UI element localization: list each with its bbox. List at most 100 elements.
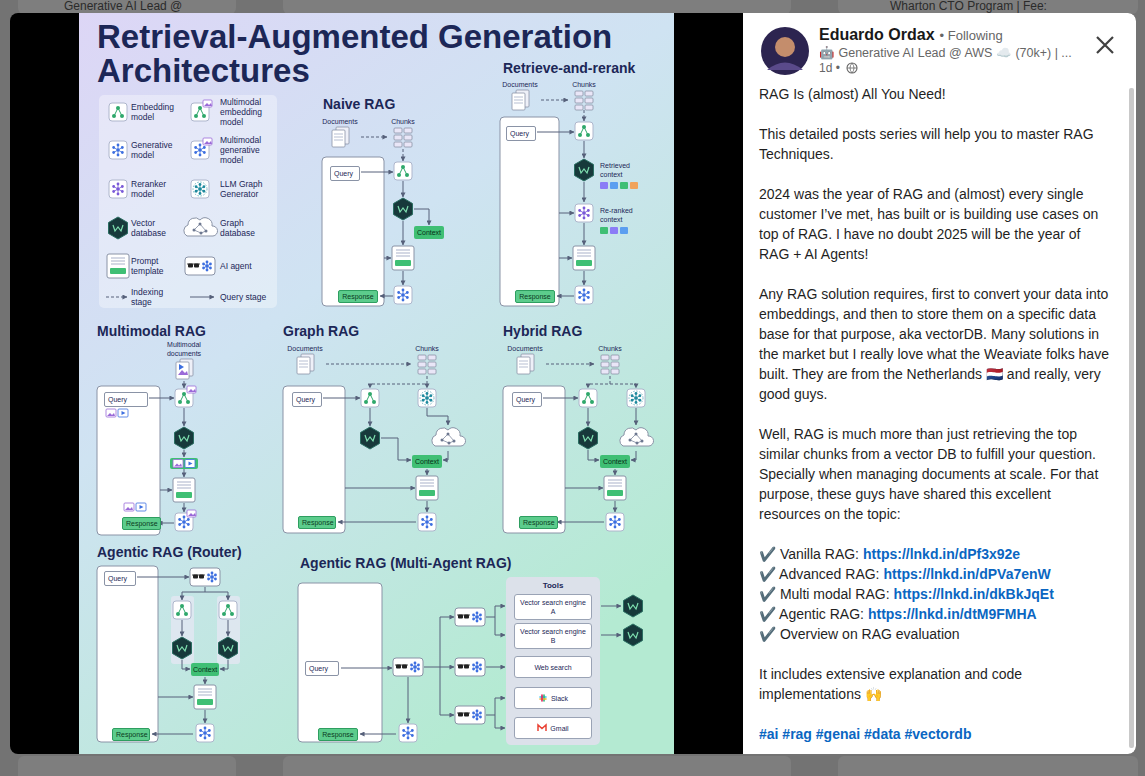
flow-line [486, 698, 505, 715]
agent-glasses [457, 713, 470, 714]
agent-glasses [457, 665, 470, 666]
follow-status: • Following [940, 28, 1003, 43]
agent-frame [185, 257, 215, 275]
document-set: Multimodal documents [162, 340, 206, 380]
tree-dot [401, 165, 405, 169]
flow-line [584, 110, 585, 121]
network-dot [406, 296, 409, 299]
background-block: Wharton CTO Program | Fee: [890, 0, 1047, 13]
network-dot [202, 263, 205, 266]
page-line [514, 103, 523, 104]
graph-db-dot [629, 439, 632, 442]
vector-db-mark [628, 632, 638, 638]
legend-sample [106, 297, 127, 298]
node-text: Response [302, 518, 332, 527]
network-dot [206, 269, 209, 272]
context-chunk [610, 227, 618, 234]
network-dot [426, 392, 429, 395]
chunk [428, 362, 436, 367]
page-line [334, 134, 343, 135]
network-dot [116, 148, 119, 151]
page-line [334, 140, 343, 141]
network-dot [421, 523, 424, 526]
tree-dot [178, 400, 182, 404]
network-dot [117, 183, 120, 186]
media-badge [203, 100, 212, 107]
tree-dot [364, 400, 368, 404]
network-dot [407, 727, 410, 730]
network-dot [112, 190, 115, 193]
model-icon-frame [575, 286, 593, 304]
flow-line [584, 223, 585, 245]
document-icon [510, 353, 540, 375]
flow-line [557, 296, 574, 297]
tree-dot [582, 400, 586, 404]
node-text: Query [516, 395, 538, 404]
legend-text: Multimodal generative model [220, 135, 274, 165]
background-text: Wharton CTO Program | Fee: [890, 0, 1047, 13]
network-dot [472, 618, 475, 621]
chunk [404, 142, 412, 147]
page [332, 130, 345, 147]
media-badge [188, 389, 196, 392]
response-box: Response [515, 290, 555, 303]
vector-db-mark [177, 645, 187, 651]
network-dot [479, 668, 482, 671]
tool-box: Web search [514, 656, 592, 678]
background-text: Generative AI Lead @ [64, 0, 182, 13]
network-dot [214, 574, 217, 577]
flow-line [370, 408, 371, 426]
network-dot [479, 664, 482, 667]
network-dot [613, 520, 616, 523]
post-text: ✔️ Vanilla RAG: [759, 544, 859, 564]
heading-block: Agentic RAG (Router) [97, 544, 242, 560]
close-icon [1097, 37, 1113, 53]
page-line [299, 361, 308, 362]
network-dot [178, 523, 181, 526]
chunk [428, 355, 436, 360]
legend-entry: Multimodal generative model [220, 135, 274, 165]
flow-lines [137, 110, 636, 734]
chunk [404, 128, 412, 133]
prompt-line [177, 484, 191, 485]
network-dot [587, 214, 590, 217]
document-icon [290, 353, 320, 375]
flow-line [403, 181, 404, 197]
graph-db-dot [453, 440, 456, 443]
flow-line [631, 451, 636, 460]
chat-window [503, 386, 565, 533]
model-icon [175, 427, 194, 449]
network-dot [582, 211, 585, 214]
chunk [585, 91, 593, 96]
legend-sample [109, 180, 127, 198]
flow-line [205, 677, 206, 684]
node-text: Vector search engine A [519, 598, 587, 616]
vector-db-hexagon [624, 595, 643, 617]
chunk [601, 355, 609, 360]
network-dot [609, 523, 612, 526]
legend-entry: LLM Graph Generator [220, 179, 274, 199]
legend-text: Vector database [131, 218, 183, 238]
model-icon-frame [361, 389, 379, 407]
graph-db-dot [448, 442, 451, 445]
vector-db-hexagon [361, 427, 380, 449]
network-dot [203, 731, 206, 734]
network-dot [402, 299, 405, 302]
chunk [394, 142, 402, 147]
model-icon [579, 389, 597, 407]
model-icon-frame [418, 513, 436, 531]
feed-card [18, 0, 236, 14]
network-dot [187, 523, 190, 526]
scrollbar [1129, 88, 1134, 748]
flow-line [427, 469, 428, 475]
heading-block: Agentic RAG (Multi-Agent RAG) [300, 555, 512, 571]
node-text: Response [116, 730, 146, 739]
model-icon [361, 427, 380, 449]
node-text: Chunks [388, 117, 418, 126]
slack-logo [541, 695, 543, 701]
chunk [418, 355, 426, 360]
flow-line [486, 606, 505, 617]
prompt-line [608, 482, 622, 483]
network-dot [182, 520, 185, 523]
node-text: Web search [534, 663, 571, 672]
